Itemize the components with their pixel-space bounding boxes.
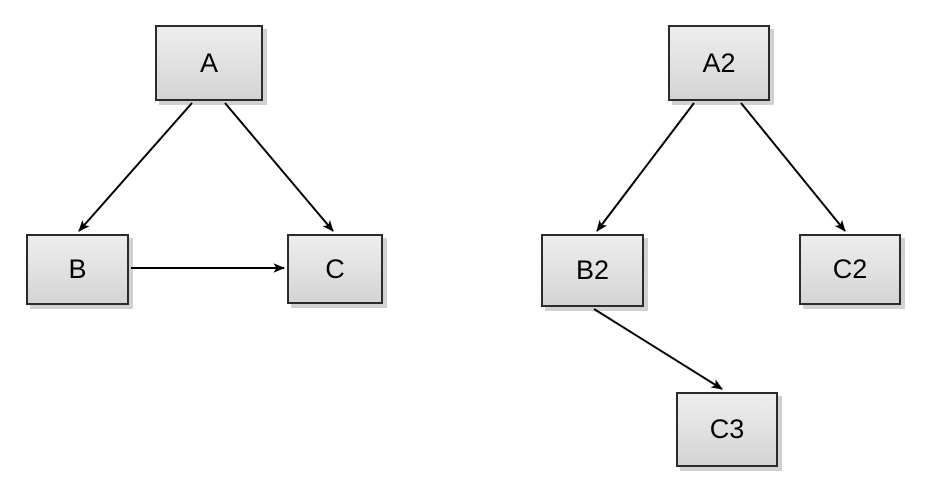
edge-b2-c3-arrow[interactable] (593, 308, 723, 390)
graph-node-c3[interactable]: C3 (676, 392, 778, 467)
edge-a-c-arrow[interactable] (224, 102, 334, 232)
graph-node-c[interactable]: C (287, 234, 383, 304)
graph-node-a[interactable]: A (155, 25, 263, 101)
edge-a2-b2-arrow[interactable] (596, 102, 695, 232)
node-label: C (325, 253, 345, 284)
edge-group (78, 102, 846, 390)
edge-a2-c2-arrow[interactable] (740, 102, 846, 232)
node-label: C3 (709, 414, 745, 444)
node-label: C2 (832, 254, 868, 284)
node-label: B (68, 254, 87, 284)
node-label: A (199, 47, 218, 78)
graph-node-b2[interactable]: B2 (541, 234, 644, 307)
node-label: A2 (702, 47, 736, 78)
node-label: B2 (575, 255, 610, 285)
edge-a-b-arrow[interactable] (78, 102, 193, 232)
graph-node-c2[interactable]: C2 (799, 234, 901, 305)
graph-node-b[interactable]: B (26, 234, 129, 305)
graph-node-a2[interactable]: A2 (668, 25, 770, 101)
